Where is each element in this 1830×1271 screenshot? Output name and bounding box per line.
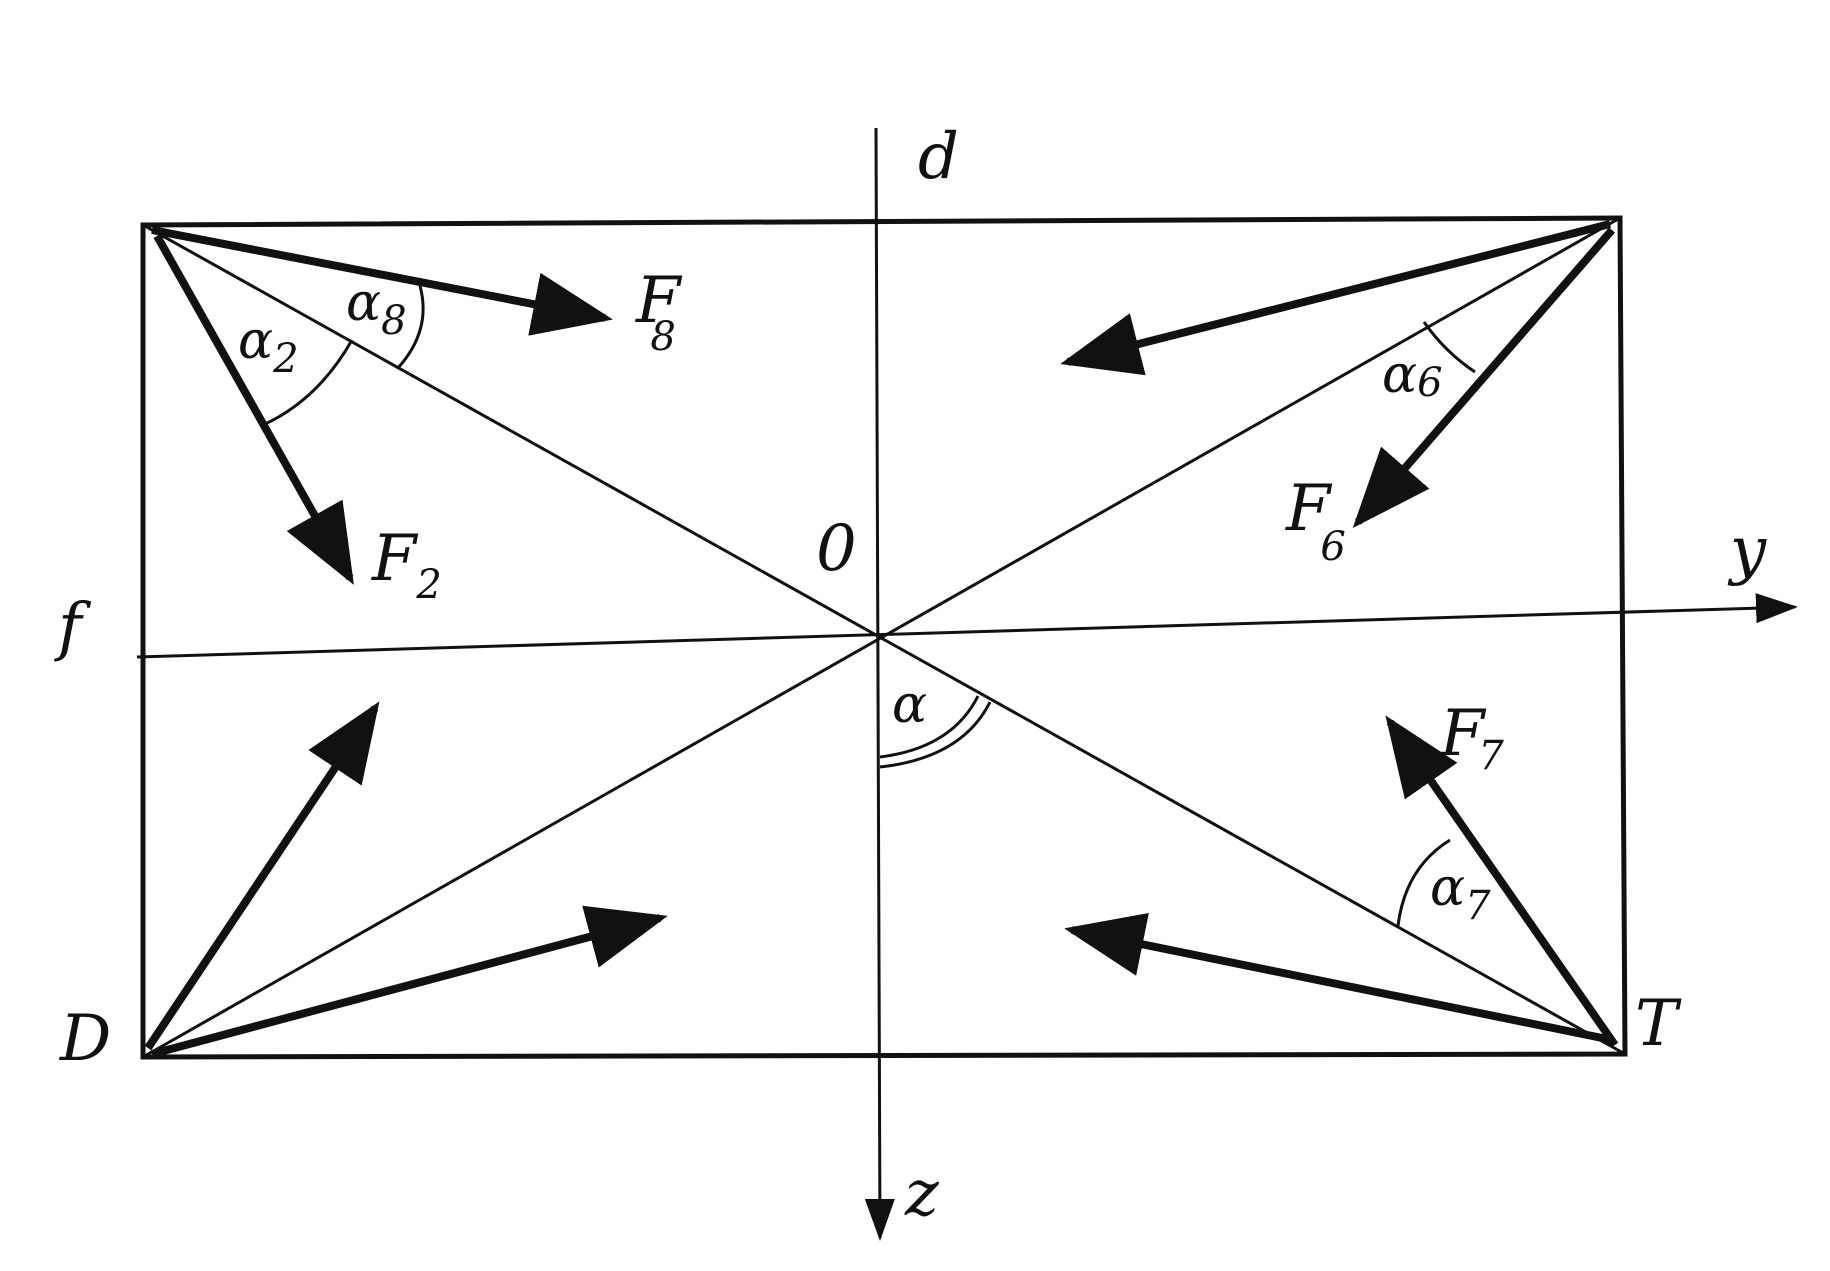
force-label-f7: F7 xyxy=(1439,697,1504,779)
axis-horizontal-f-y xyxy=(136,593,1798,659)
force-label-f8-main: F xyxy=(635,264,683,338)
angle-label-alpha-center: α xyxy=(892,675,927,735)
angle-label-alpha-6-main: α xyxy=(1382,345,1417,405)
angle-label-alpha-2-sub: 2 xyxy=(272,336,298,382)
angle-arc-center-outer xyxy=(879,701,992,769)
angle-label-alpha-8-main: α xyxy=(346,273,381,333)
angle-arc-6 xyxy=(1422,321,1476,374)
axis-label-f: f xyxy=(54,590,92,664)
force-arrow-bottom-left-up xyxy=(144,701,380,1051)
angle-label-alpha-6-sub: 6 xyxy=(1417,360,1442,406)
corner-label-d: D xyxy=(59,1002,111,1076)
angle-arc-2 xyxy=(262,339,354,427)
force-label-f7-main: F xyxy=(1439,697,1487,771)
angle-label-alpha-7-main: α xyxy=(1430,858,1465,918)
diagonal-top-left-to-bottom-right xyxy=(142,223,1626,1056)
angle-label-alpha-2-main: α xyxy=(238,311,273,371)
force-arrow-bottom-left-right xyxy=(150,905,668,1058)
axis-label-d: d xyxy=(918,120,959,194)
force-arrow-top-right-left xyxy=(1060,220,1611,376)
angle-label-alpha-7-sub: 7 xyxy=(1465,883,1491,929)
angle-label-alpha-8-sub: 8 xyxy=(381,298,406,344)
angle-label-alpha-2: α2 xyxy=(238,311,299,382)
force-label-f2-sub: 2 xyxy=(415,562,441,608)
corner-label-t: T xyxy=(1635,987,1682,1061)
axis-label-y: y xyxy=(1727,514,1767,588)
force-label-f2-main: F xyxy=(371,522,419,596)
angle-arc-center-inner xyxy=(879,695,980,759)
angle-label-alpha-6: α6 xyxy=(1382,345,1443,406)
force-arrow-f2 xyxy=(153,234,354,585)
axis-label-z: z xyxy=(904,1157,940,1231)
diagonal-top-right-to-bottom-left xyxy=(142,216,1621,1059)
force-label-f8-sub: 8 xyxy=(650,314,675,360)
angle-arc-8 xyxy=(396,285,425,369)
origin-label: 0 xyxy=(816,512,857,586)
force-label-f2: F2 xyxy=(371,522,442,608)
force-arrow-f6 xyxy=(1352,227,1616,529)
force-label-f6-sub: 6 xyxy=(1320,524,1345,570)
force-arrow-f7 xyxy=(1385,715,1619,1048)
angle-label-alpha-8: α8 xyxy=(346,273,407,344)
force-arrow-f8 xyxy=(151,226,613,336)
angle-arc-7 xyxy=(1396,838,1451,927)
force-arrow-bottom-right-left xyxy=(1064,913,1613,1044)
angle-label-alpha-7: α7 xyxy=(1430,858,1491,929)
force-label-f8: F8 xyxy=(635,264,683,360)
force-label-f7-sub: 7 xyxy=(1478,733,1504,779)
force-label-f6-main: F xyxy=(1285,472,1333,546)
axis-vertical-d-z xyxy=(864,127,895,1241)
